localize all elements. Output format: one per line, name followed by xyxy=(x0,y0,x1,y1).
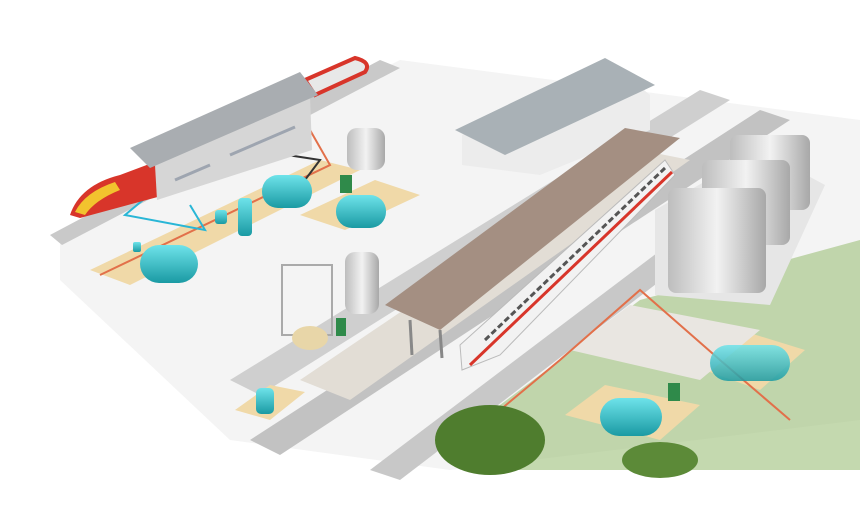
platform-canopy xyxy=(385,128,680,330)
train-main-stripe xyxy=(468,170,674,367)
canopy-pillar xyxy=(438,329,444,359)
underground-tank xyxy=(710,345,790,381)
underground-tank xyxy=(336,195,386,228)
depot-window xyxy=(174,163,211,182)
tank-beige xyxy=(292,326,328,350)
canopy-pillar xyxy=(408,319,414,356)
control-box xyxy=(668,383,680,401)
warehouse-roof xyxy=(455,58,655,155)
silo xyxy=(345,252,379,314)
depot-wall xyxy=(155,95,312,200)
pipe-orange xyxy=(99,129,332,276)
separator-column xyxy=(238,198,252,236)
depot-window xyxy=(229,125,296,157)
train-upper-front-stripe xyxy=(75,182,120,215)
storage-tank xyxy=(668,188,766,293)
pipe-cyan xyxy=(122,189,208,232)
control-box xyxy=(340,175,352,193)
underground-tank xyxy=(600,398,662,436)
tree xyxy=(435,405,545,475)
small-tank xyxy=(215,210,227,224)
silo xyxy=(347,128,385,170)
control-box xyxy=(336,318,346,336)
underground-tank xyxy=(140,245,198,283)
tree xyxy=(622,442,698,478)
train-upper-rear xyxy=(302,55,369,98)
train-main xyxy=(459,159,676,371)
train-main-windows xyxy=(483,166,667,342)
underground-tank xyxy=(262,175,312,208)
underground-tank xyxy=(256,388,274,414)
small-tank xyxy=(133,242,141,252)
depot-roof xyxy=(130,72,318,168)
